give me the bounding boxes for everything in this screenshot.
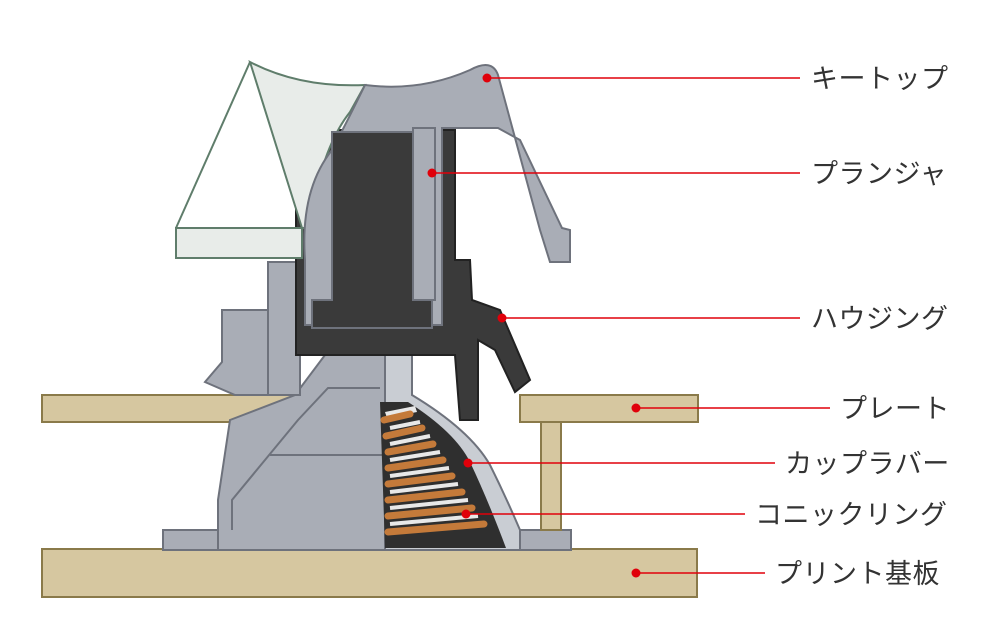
labels: キートップ プランジャ ハウジング プレート カップラバー コニックリング プリ… — [755, 64, 950, 590]
label-conic-spring: コニックリング — [755, 500, 948, 531]
dot-keytop — [482, 73, 492, 83]
dot-plate — [631, 403, 641, 413]
conic-spring — [380, 406, 488, 536]
label-keytop: キートップ — [811, 64, 949, 95]
dot-conic-spring — [461, 509, 471, 519]
label-plate: プレート — [840, 394, 950, 425]
dot-plunger — [427, 168, 437, 178]
label-cup-rubber: カップラバー — [785, 449, 950, 480]
leader-lines — [427, 73, 830, 578]
dot-cup-rubber — [463, 458, 473, 468]
label-housing: ハウジング — [811, 304, 949, 335]
label-plunger: プランジャ — [811, 159, 947, 190]
keytop-right — [303, 64, 571, 329]
dot-pcb — [631, 568, 641, 578]
label-pcb: プリント基板 — [775, 559, 940, 590]
pcb — [41, 548, 698, 598]
dot-housing — [497, 313, 507, 323]
